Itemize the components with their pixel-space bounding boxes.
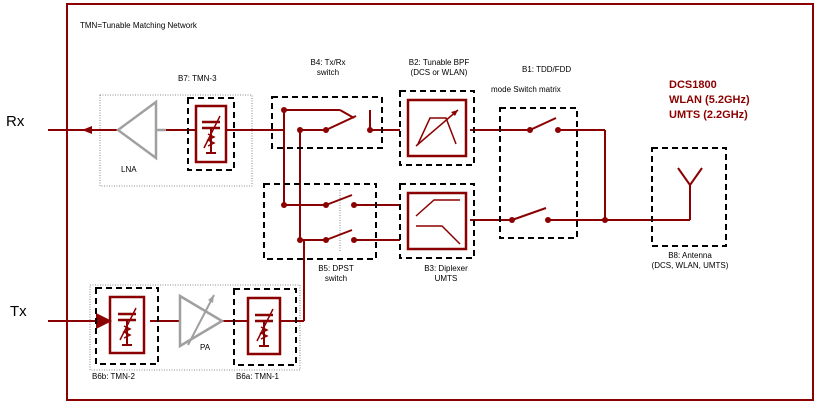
tx-port-label: Tx [10,303,27,320]
b3-label: B3: Diplexer UMTS [424,264,468,283]
tmn1-symbol-icon [246,296,282,356]
tunable-bpf-icon [406,98,468,158]
b1-switch-matrix-box [499,107,578,239]
tmn3-symbol-icon [194,104,228,164]
b5-dpst-box [263,183,377,260]
rx-chain-group [99,94,253,187]
b6b-label: B6b: TMN-2 [92,372,135,381]
b1-label-line1: B1: TDD/FDD [522,65,572,74]
b8-label: B8: Antenna (DCS, WLAN, UMTS) [651,251,729,270]
b3-diplexer-box [399,183,475,259]
tx-chain-group [89,284,301,371]
signal-lines [48,109,691,329]
pa-triangle-icon [178,293,225,349]
band-list: DCS1800 WLAN (5.2GHz) UMTS (2.2GHz) [669,79,750,121]
rx-arrow-icon [82,126,92,134]
tmn-legend: TMN=Tunable Matching Network [80,21,197,30]
diplexer-icon [406,191,468,251]
b6b-tmn2-box [95,287,159,365]
antenna-icon [677,167,703,186]
pa-label: PA [200,343,211,352]
b7-tmn3-box [187,97,235,171]
b1-label-line2: mode Switch matrix [491,85,561,94]
outer-frame [66,3,814,401]
b5-label: B5: DPST switch [318,264,354,283]
switch-arms [325,109,557,241]
lna-triangle-icon [115,99,166,161]
b8-antenna-box [651,147,727,247]
tmn2-symbol-icon [108,295,146,355]
b4-label: B4: Tx/Rx switch [310,58,346,77]
b7-label: B7: TMN-3 [178,74,217,83]
b4-switch-box [271,96,383,149]
b6a-tmn1-box [233,288,297,366]
b2-bpf-box [399,90,475,166]
rx-port-label: Rx [6,113,25,130]
b2-label: B2: Tunable BPF (DCS or WLAN) [408,58,470,77]
b6a-label: B6a: TMN-1 [236,372,279,381]
lna-label: LNA [121,165,137,174]
